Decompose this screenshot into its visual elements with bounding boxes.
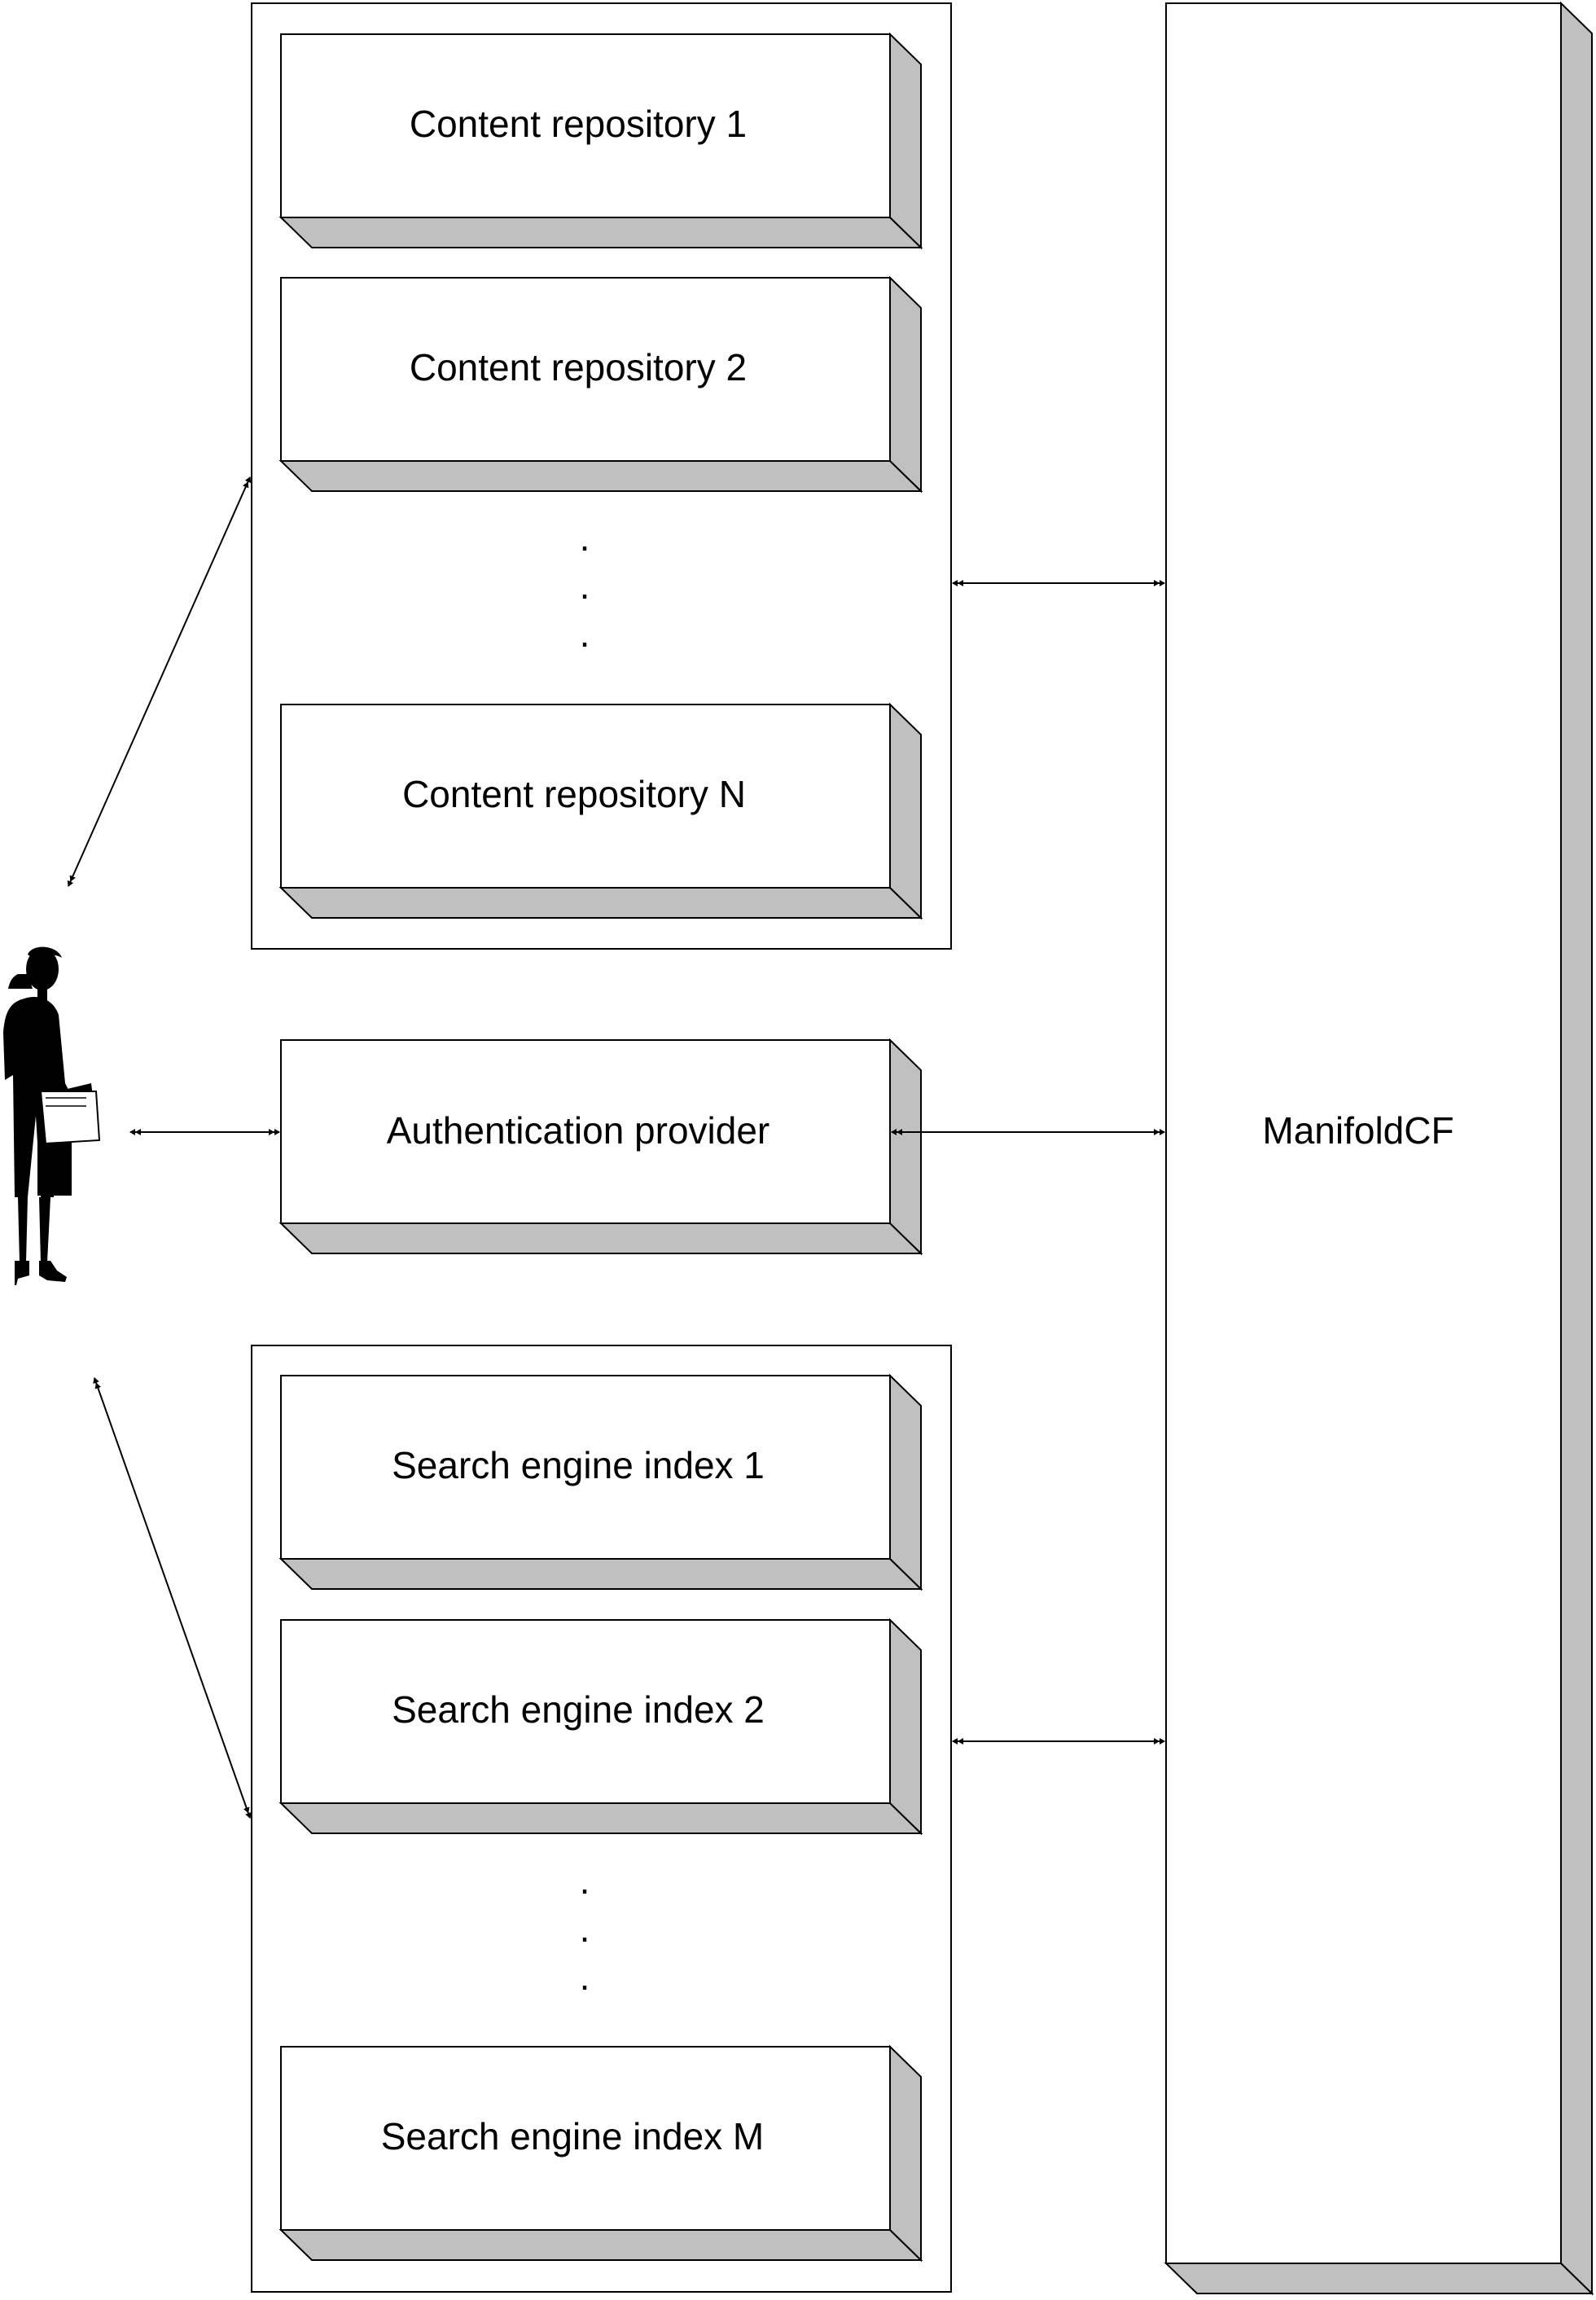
svg-text:.: .: [580, 516, 590, 559]
content-repository-2-label: Content repository 2: [410, 346, 747, 388]
content-repository-n-label: Content repository N: [402, 773, 746, 815]
manifoldcf-label: ManifoldCF: [1262, 1109, 1454, 1152]
search-engine-index-m-box: Search engine index M: [278, 2044, 923, 2263]
svg-text:.: .: [580, 1955, 590, 1998]
authentication-provider-label: Authentication provider: [387, 1109, 770, 1152]
search-engine-index-1-label: Search engine index 1: [392, 1444, 765, 1486]
content-repository-1-label: Content repository 1: [410, 103, 747, 145]
svg-text:.: .: [580, 1907, 590, 1950]
authentication-provider-box: Authentication provider: [278, 1038, 923, 1256]
content-repository-2-box: Content repository 2: [278, 275, 923, 494]
manifoldcf-box: ManifoldCF: [1164, 1, 1594, 2296]
user-to-repositories-arrow: [67, 476, 252, 887]
repositories-ellipsis: . . .: [580, 516, 590, 655]
svg-text:.: .: [580, 564, 590, 607]
search-engine-index-1-box: Search engine index 1: [278, 1373, 923, 1591]
search-engine-index-m-label: Search engine index M: [381, 2115, 765, 2157]
content-repository-1-box: Content repository 1: [278, 32, 923, 250]
search-engine-index-2-label: Search engine index 2: [392, 1688, 765, 1731]
person-silhouette-icon: [3, 946, 101, 1285]
search-indexes-ellipsis: . . .: [580, 1859, 590, 1998]
user-to-indexes-arrow: [93, 1377, 252, 1819]
content-repository-n-box: Content repository N: [278, 702, 923, 920]
svg-text:.: .: [580, 612, 590, 655]
search-engine-index-2-box: Search engine index 2: [278, 1617, 923, 1836]
svg-text:.: .: [580, 1859, 590, 1902]
